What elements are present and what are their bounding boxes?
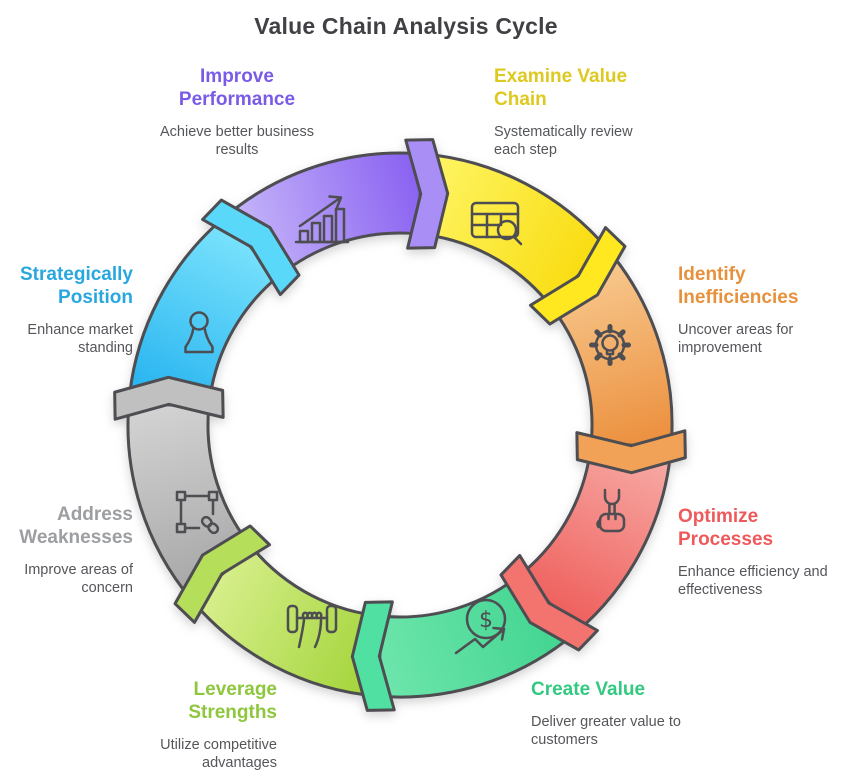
chevron-position-to-improve: [201, 198, 301, 297]
chevron-examine-to-identify: [528, 226, 627, 326]
segment-description: Achieve better business results: [160, 123, 314, 158]
chevron-optimize-to-create: [499, 553, 599, 652]
segment-description: Enhance market standing: [27, 321, 133, 356]
segment-title: Optimize Processes: [678, 506, 774, 550]
segment-title: Improve Performance: [178, 66, 296, 110]
label-leverage-strengths: Leverage Strengths Utilize competitive a…: [117, 679, 277, 772]
svg-text:$: $: [479, 608, 493, 633]
wrench-hand-icon: [596, 488, 626, 533]
segment-description: Improve areas of concern: [24, 561, 133, 596]
chevron-leverage-to-address: [173, 524, 272, 624]
label-examine-value-chain: Examine Value Chain Systematically revie…: [494, 66, 644, 159]
label-address-weaknesses: Address Weaknesses Improve areas of conc…: [8, 504, 133, 597]
segment-title: Create Value: [531, 679, 646, 700]
segment-title: Leverage Strengths: [188, 679, 277, 723]
dollar-growth-icon: $: [454, 598, 507, 655]
dumbbell-hand-icon: [286, 604, 338, 649]
label-optimize-processes: Optimize Processes Enhance efficiency an…: [678, 506, 843, 599]
segment-title: Identify Inefficiencies: [678, 264, 799, 308]
label-identify-inefficiencies: Identify Inefficiencies Uncover areas fo…: [678, 264, 828, 357]
segment-description: Uncover areas for improvement: [678, 321, 794, 356]
label-improve-performance: Improve Performance Achieve better busin…: [152, 66, 322, 159]
chevron-address-to-position: [113, 375, 225, 421]
segment-description: Utilize competitive advantages: [160, 736, 277, 771]
chevron-create-to-leverage: [350, 600, 396, 712]
growth-chart-icon: [294, 195, 350, 244]
label-create-value: Create Value Deliver greater value to cu…: [531, 679, 706, 749]
label-strategically-position: Strategically Position Enhance market st…: [8, 264, 133, 357]
selection-link-icon: [175, 490, 220, 535]
segment-description: Deliver greater value to customers: [531, 713, 681, 748]
chevron-improve-to-examine: [404, 138, 450, 250]
gear-bulb-icon: [589, 324, 631, 366]
segment-description: Systematically review each step: [494, 123, 633, 158]
segment-description: Enhance efficiency and effectiveness: [678, 563, 828, 598]
chess-pawn-icon: [184, 311, 214, 354]
chevron-identify-to-optimize: [575, 429, 687, 475]
segment-title: Address Weaknesses: [19, 504, 133, 548]
segment-title: Strategically Position: [20, 264, 133, 308]
segment-title: Examine Value Chain: [494, 66, 628, 110]
table-search-icon: [470, 201, 523, 246]
page-title: Value Chain Analysis Cycle: [254, 13, 558, 39]
